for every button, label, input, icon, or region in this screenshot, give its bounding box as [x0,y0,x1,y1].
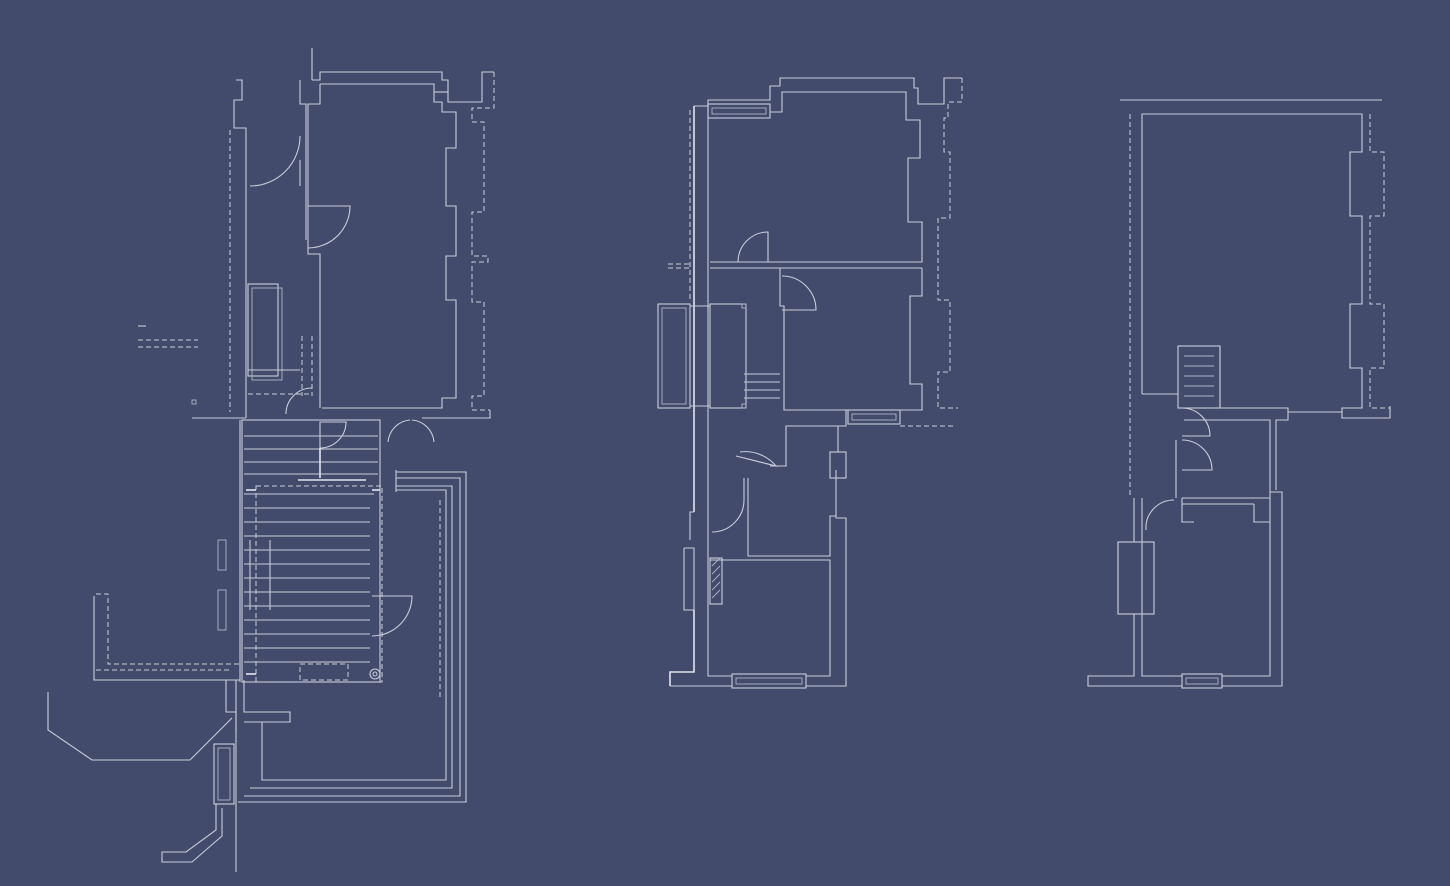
first-floor-plan [657,77,963,689]
garden-path [238,470,467,803]
decking-boards [244,493,374,663]
second-floor-outline [1120,99,1391,498]
side-yard [47,593,291,872]
rear-extension [217,419,413,683]
front-bay-windows [707,103,901,689]
site-boundary-left [311,48,495,419]
front-room [307,83,457,409]
second-floor-rooms [1087,345,1342,689]
first-floor-outline [669,77,963,687]
first-floor-rooms [657,91,956,677]
drawing-key [138,325,198,348]
side-passage [191,79,351,419]
double-doors [387,419,435,443]
second-floor-plan [1087,99,1391,689]
ground-floor-plan [47,48,495,872]
